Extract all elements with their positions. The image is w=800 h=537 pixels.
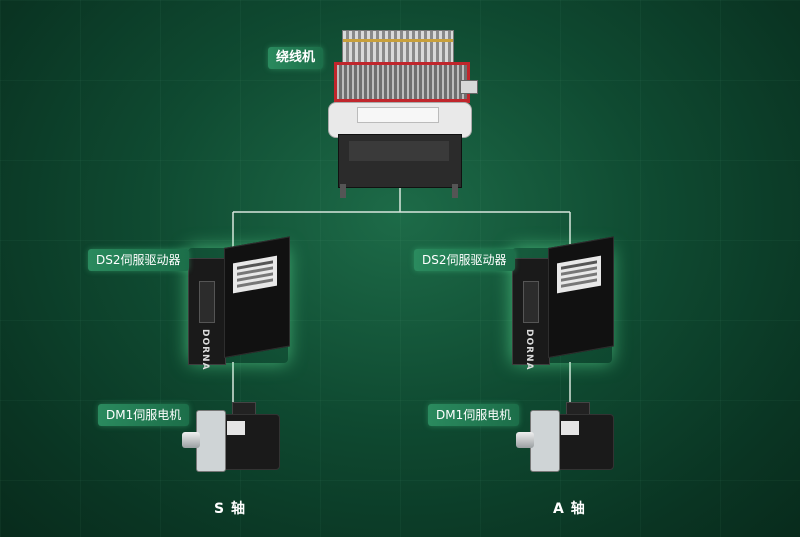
drive-brand-text: DORNA <box>524 329 534 371</box>
winding-machine-image <box>328 30 478 198</box>
drive-side-panel <box>224 236 290 358</box>
left-motor-label: DM1伺服电机 <box>98 404 190 426</box>
right-servo-motor-image <box>514 402 614 474</box>
machine-control-panel <box>460 80 478 94</box>
drive-front-panel: DORNA <box>512 258 550 371</box>
right-motor-label: DM1伺服电机 <box>428 404 520 426</box>
machine-cabinet <box>338 134 462 188</box>
motor-body <box>218 414 280 470</box>
drive-side-panel <box>548 236 614 358</box>
right-axis-label: A 轴 <box>553 501 586 517</box>
machine-spindle-rack <box>342 30 454 64</box>
motor-flange <box>530 410 560 472</box>
motor-shaft <box>516 432 534 448</box>
drive-sticker <box>557 255 601 294</box>
left-servo-drive-image: DORNA <box>188 236 290 371</box>
right-drive-label: DS2伺服驱动器 <box>414 249 515 271</box>
motor-shaft <box>182 432 200 448</box>
machine-label: 绕线机 <box>268 47 324 69</box>
left-axis-label: S 轴 <box>214 501 246 517</box>
left-drive-label: DS2伺服驱动器 <box>88 249 189 271</box>
motor-flange <box>196 410 226 472</box>
drive-front-panel: DORNA <box>188 258 226 371</box>
right-servo-drive-image: DORNA <box>512 236 614 371</box>
machine-red-frame <box>334 62 470 103</box>
motor-body <box>552 414 614 470</box>
machine-table <box>328 102 472 138</box>
drive-brand-text: DORNA <box>200 329 210 371</box>
machine-leg <box>340 184 346 198</box>
machine-leg <box>452 184 458 198</box>
left-servo-motor-image <box>180 402 280 474</box>
drive-sticker <box>233 255 277 294</box>
